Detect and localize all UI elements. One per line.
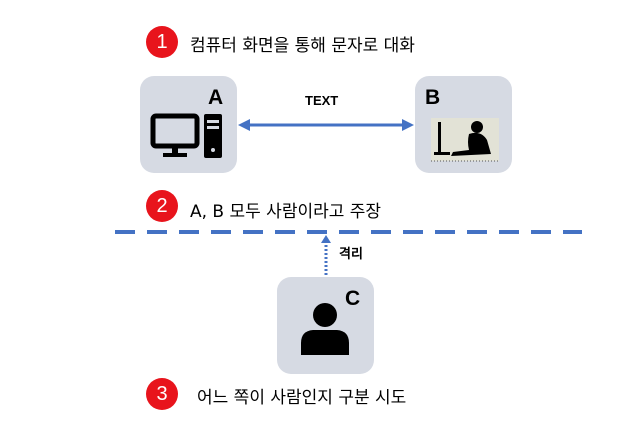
step-2-text: A, B 모두 사람이라고 주장 <box>190 202 382 222</box>
node-a-label: A <box>208 86 224 109</box>
node-b-box: B <box>415 76 512 173</box>
user-icon <box>301 303 349 355</box>
isolation-label: 격리 <box>339 246 363 261</box>
node-c-label: C <box>345 287 361 310</box>
step-3-badge: 3 <box>146 378 178 410</box>
node-b-label: B <box>425 86 441 109</box>
person-at-computer-icon <box>431 118 499 162</box>
dotted-arrow <box>321 235 331 275</box>
bidirectional-arrow <box>238 119 414 131</box>
computer-icon <box>150 113 222 158</box>
node-a-box: A <box>140 76 237 173</box>
step-2-badge: 2 <box>146 190 178 222</box>
step-3-text: 어느 쪽이 사람인지 구분 시도 <box>197 388 407 408</box>
text-label: TEXT <box>305 93 339 108</box>
step-1-badge: 1 <box>146 26 178 58</box>
node-c-box: C <box>277 277 374 374</box>
step-1-text: 컴퓨터 화면을 통해 문자로 대화 <box>190 36 415 56</box>
